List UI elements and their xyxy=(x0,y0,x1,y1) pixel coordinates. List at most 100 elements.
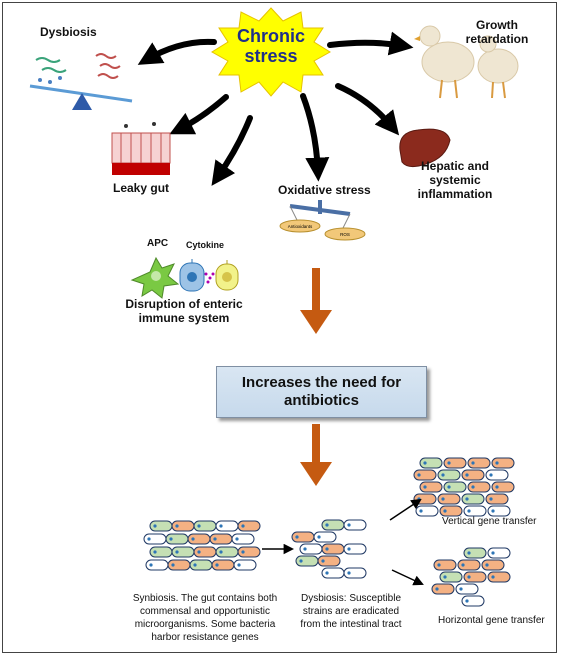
bacterium-cell xyxy=(487,547,511,559)
arrow-to-immune xyxy=(211,115,253,186)
bacterium-cell xyxy=(413,469,437,481)
bacterium-cell xyxy=(461,469,485,481)
bacterium-cell xyxy=(491,457,515,469)
chronic-stress-star xyxy=(211,7,331,97)
bacterium-cell xyxy=(461,595,485,607)
bacterium-cell xyxy=(193,520,217,532)
bacterium-cell xyxy=(145,559,169,571)
liver-icon xyxy=(399,128,451,168)
vertical-transfer-bacteria xyxy=(413,457,515,517)
arrow-to-leaky-gut xyxy=(169,94,229,135)
synbiosis-bacteria xyxy=(143,520,261,571)
bacterium-cell xyxy=(321,543,345,555)
synbiosis-caption: Synbiosis. The gut contains both commens… xyxy=(120,592,290,644)
bacterium-cell xyxy=(491,481,515,493)
bacterium-cell xyxy=(321,519,345,531)
chick-illustration xyxy=(414,25,519,99)
flow-arrow-1 xyxy=(300,268,332,334)
dysbiosis-cap-line1: Dysbiosis: Susceptible xyxy=(300,593,402,604)
balance-right-label: ROS xyxy=(340,232,350,237)
bacterium-cell xyxy=(431,583,455,595)
bacterium-cell xyxy=(233,559,257,571)
bacterium-cell xyxy=(439,505,463,517)
bacterium-cell xyxy=(433,559,457,571)
bacterium-cell xyxy=(485,469,509,481)
bacterium-cell xyxy=(215,520,239,532)
bacterium-cell xyxy=(419,481,443,493)
balance-left-label: Antioxidants xyxy=(288,224,313,229)
horizontal-transfer-label: Horizontal gene transfer xyxy=(438,615,545,626)
bacterium-cell xyxy=(209,533,233,545)
arrow-to-dysbiosis xyxy=(137,38,217,65)
bacterium-cell xyxy=(193,546,217,558)
dysbiosis-caption: Dysbiosis: Susceptible strains are eradi… xyxy=(290,592,412,631)
bacterium-cell xyxy=(149,546,173,558)
synbiosis-line1: Synbiosis. The gut contains both xyxy=(132,593,278,604)
bacterium-cell xyxy=(343,543,367,555)
cytokine-cells xyxy=(179,259,239,292)
need-box-line1: Increases the need for xyxy=(241,374,402,391)
flow-arrow-2 xyxy=(300,424,332,486)
bacterium-cell xyxy=(321,567,345,579)
arrow-to-horizontal xyxy=(391,569,424,586)
bacterium-cell xyxy=(463,571,487,583)
arrow-to-growth xyxy=(327,31,414,56)
growth-line2: retardation xyxy=(465,32,529,46)
antibiotics-need-box: Increases the need for antibiotics xyxy=(216,366,427,418)
need-box-line2: antibiotics xyxy=(283,392,359,409)
stress-label: stress xyxy=(244,46,298,66)
synbiosis-line3: microorganisms. Some bacteria xyxy=(134,619,276,630)
dysbiosis-cap-line2: strains are eradicated xyxy=(302,606,400,617)
bacterium-cell xyxy=(485,493,509,505)
bacterium-cell xyxy=(165,533,189,545)
growth-retardation-label: Growth retardation xyxy=(456,18,538,46)
bacterium-cell xyxy=(187,533,211,545)
bacterium-cell xyxy=(463,547,487,559)
horizontal-transfer-bacteria xyxy=(431,547,511,607)
dysbiosis-seesaw xyxy=(29,53,133,110)
bacterium-cell xyxy=(343,567,367,579)
enteric-line1: Disruption of enteric xyxy=(125,297,243,311)
hepatic-line3: inflammation xyxy=(417,187,493,201)
bacterium-cell xyxy=(295,555,319,567)
bacterium-cell xyxy=(443,481,467,493)
bacterium-cell xyxy=(237,546,261,558)
bacterium-cell xyxy=(237,520,261,532)
dysbiosis-cap-line3: from the intestinal tract xyxy=(300,619,402,630)
cytokine-label: Cytokine xyxy=(186,240,225,250)
dysbiosis-label: Dysbiosis xyxy=(40,25,97,39)
bacterium-cell xyxy=(439,571,463,583)
bacterium-cell xyxy=(313,531,337,543)
bacterium-cell xyxy=(467,481,491,493)
bacterium-cell xyxy=(487,505,511,517)
bacterium-cell xyxy=(437,469,461,481)
hepatic-line1: Hepatic and xyxy=(420,159,489,173)
oxidative-stress-label: Oxidative stress xyxy=(278,183,371,197)
leaky-gut-label: Leaky gut xyxy=(113,181,170,195)
bacterium-cell xyxy=(215,546,239,558)
apc-cell xyxy=(130,256,180,299)
chronic-stress-label: Chronic stress xyxy=(226,26,316,66)
stress-arrows xyxy=(137,31,414,186)
bacterium-cell xyxy=(171,546,195,558)
growth-line1: Growth xyxy=(476,18,518,32)
bacterium-cell xyxy=(457,559,481,571)
bacteria-cluster-left xyxy=(35,57,67,84)
bacterium-cell xyxy=(143,533,167,545)
bacterium-cell xyxy=(481,559,505,571)
bacterium-cell xyxy=(167,559,191,571)
apc-label: APC xyxy=(147,238,169,249)
bacterium-cell xyxy=(419,457,443,469)
oxidative-balance: Antioxidants ROS xyxy=(279,200,366,241)
bacterium-cell xyxy=(291,531,315,543)
dysbiosis-bacteria xyxy=(291,519,367,579)
ros-pan xyxy=(324,227,366,241)
bacterium-cell xyxy=(211,559,235,571)
bacterium-cell xyxy=(299,543,323,555)
enteric-immune-label: Disruption of enteric immune system xyxy=(112,297,256,325)
bacterium-cell xyxy=(343,519,367,531)
bacterium-cell xyxy=(467,457,491,469)
